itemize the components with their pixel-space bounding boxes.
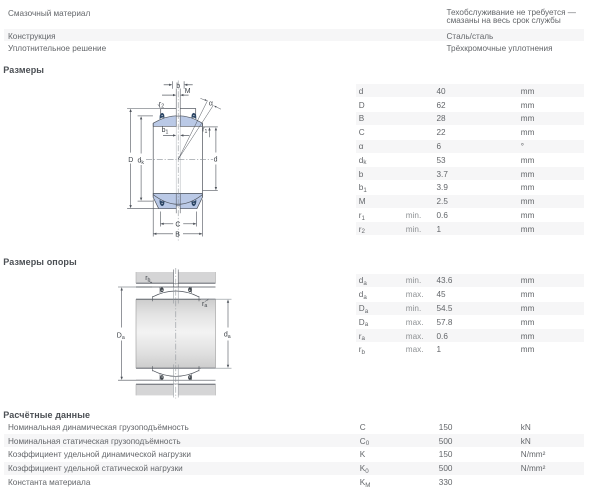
- svg-text:Da: Da: [117, 332, 125, 340]
- svg-text:b: b: [176, 83, 180, 90]
- svg-text:d: d: [214, 156, 218, 163]
- svg-text:da: da: [224, 332, 231, 340]
- svg-text:M: M: [185, 88, 191, 95]
- svg-text:B: B: [175, 232, 180, 239]
- svg-text:r2: r2: [159, 101, 164, 109]
- svg-text:dk: dk: [138, 157, 145, 165]
- svg-text:b1: b1: [162, 127, 169, 135]
- svg-text:ra: ra: [202, 301, 207, 309]
- svg-text:r1: r1: [202, 127, 207, 135]
- svg-text:rb: rb: [145, 275, 150, 283]
- svg-text:C: C: [175, 222, 180, 229]
- svg-text:D: D: [128, 157, 133, 164]
- svg-text:α: α: [209, 101, 213, 108]
